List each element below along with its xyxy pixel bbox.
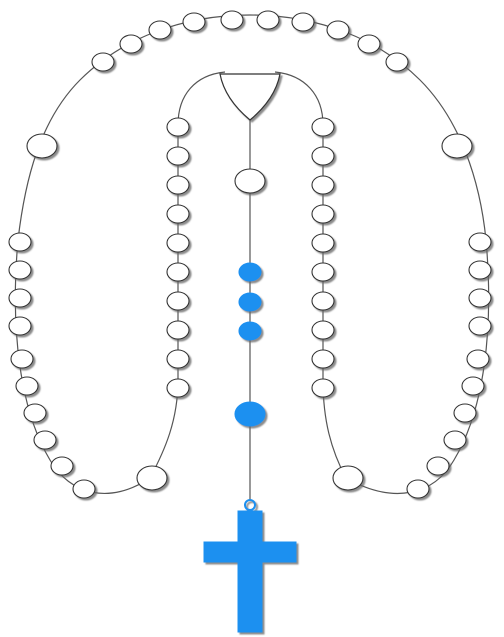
small-bead (220, 10, 244, 30)
small-bead (291, 12, 315, 32)
small-bead (8, 316, 32, 336)
small-bead (443, 430, 467, 450)
small-bead (385, 52, 409, 72)
small-bead (311, 378, 335, 398)
small-bead (8, 232, 32, 252)
bead-group (8, 10, 492, 499)
small-bead (453, 403, 477, 423)
cross-icon (203, 499, 297, 633)
large-bead (441, 133, 473, 159)
small-bead (10, 349, 34, 369)
small-bead (311, 233, 335, 253)
small-bead (166, 378, 190, 398)
small-bead (8, 288, 32, 308)
small-bead (468, 260, 492, 280)
small-bead (119, 34, 143, 54)
small-bead (50, 456, 74, 476)
cross-shape (203, 510, 297, 633)
small-bead (466, 349, 490, 369)
inner-right-strand (274, 71, 347, 479)
small-bead (166, 320, 190, 340)
small-bead (166, 204, 190, 224)
small-bead (311, 204, 335, 224)
small-bead (311, 175, 335, 195)
small-bead-2 (238, 292, 262, 312)
small-bead (166, 349, 190, 369)
large-bead (26, 133, 58, 159)
small-bead (311, 117, 335, 137)
small-bead (426, 456, 450, 476)
large-bead (332, 465, 364, 491)
upper-large-bead (234, 168, 266, 194)
small-bead (311, 320, 335, 340)
small-bead (182, 12, 206, 32)
small-bead (468, 316, 492, 336)
small-bead (166, 146, 190, 166)
small-bead (166, 175, 190, 195)
small-bead (311, 349, 335, 369)
small-bead (166, 117, 190, 137)
small-bead (468, 288, 492, 308)
small-bead (91, 52, 115, 72)
small-bead (23, 403, 47, 423)
centerpiece-medal-icon (219, 73, 281, 121)
small-bead (311, 262, 335, 282)
small-bead (148, 20, 172, 40)
small-bead (461, 376, 485, 396)
small-bead-3 (238, 321, 262, 341)
small-bead (33, 430, 57, 450)
small-bead (311, 291, 335, 311)
small-bead (256, 10, 280, 30)
small-bead (357, 34, 381, 54)
small-bead (166, 233, 190, 253)
small-bead (72, 479, 96, 499)
small-bead (468, 232, 492, 252)
small-bead (166, 262, 190, 282)
small-bead (8, 260, 32, 280)
small-bead (311, 146, 335, 166)
small-bead-1 (238, 262, 262, 282)
large-bead (136, 465, 168, 491)
cross-bail (244, 499, 256, 511)
small-bead (406, 479, 430, 499)
lower-large-bead (234, 401, 266, 427)
small-bead (166, 291, 190, 311)
small-bead (15, 376, 39, 396)
small-bead (326, 20, 350, 40)
